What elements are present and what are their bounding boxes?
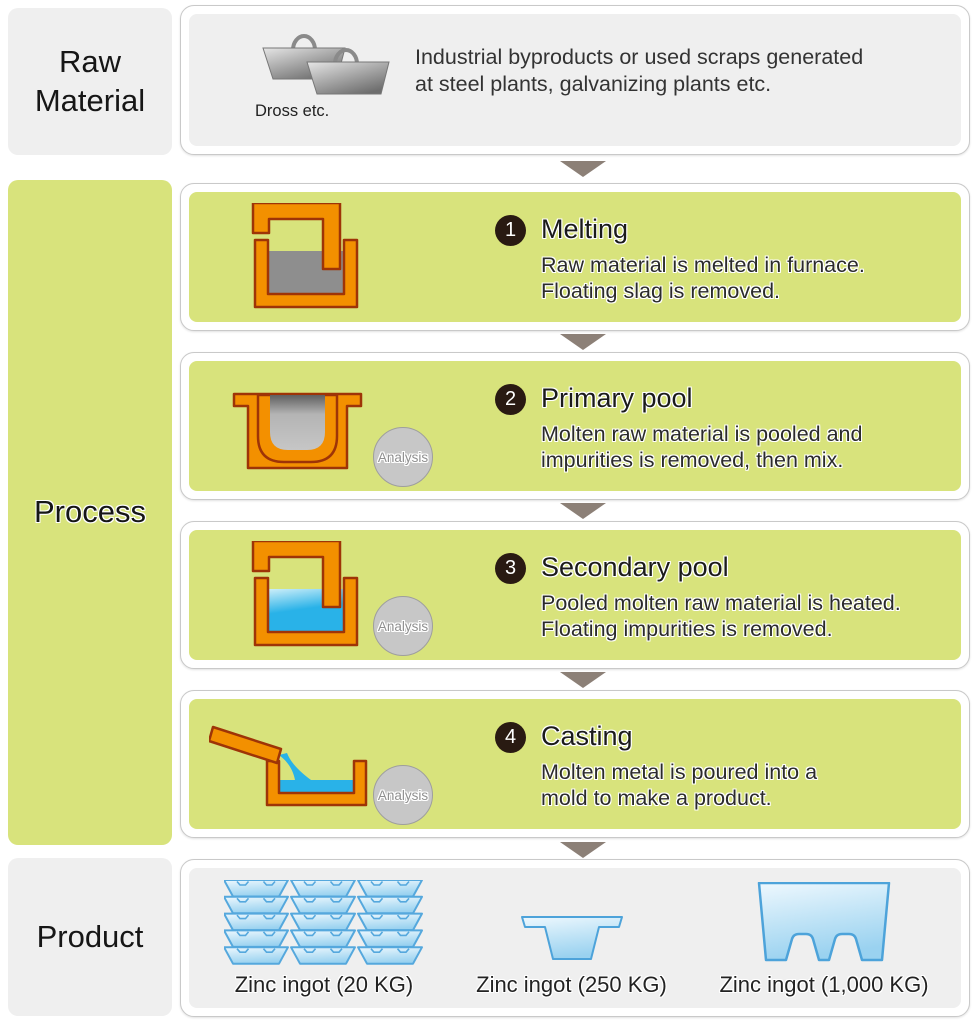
ingot-stack-icon (224, 880, 423, 965)
dross-caption: Dross etc. (255, 102, 330, 120)
step-title: Casting (541, 721, 633, 751)
step-title: Secondary pool (541, 552, 729, 582)
product-label: Zinc ingot (20 KG) (234, 972, 414, 997)
product-panel: Zinc ingot (20 KG) Zinc ingot (250 KG) Z… (180, 859, 970, 1017)
ingot-1000kg-icon (757, 882, 891, 962)
product-zinc-ingot-20kg: Zinc ingot (20 KG) (209, 868, 439, 1008)
ingot-250kg-icon (520, 916, 623, 960)
flow-down-arrow (560, 672, 606, 688)
raw-material-description: Industrial byproducts or used scraps gen… (415, 45, 864, 96)
step-secondary-pool-panel: Analysis 3 Secondary pool Pooled molten … (180, 521, 970, 669)
step-number-badge: 1 (495, 215, 526, 246)
raw-material-panel: Dross etc. Industrial byproducts or used… (180, 5, 970, 155)
product-zinc-ingot-250kg: Zinc ingot (250 KG) (459, 868, 684, 1008)
primary-pool-icon (232, 392, 363, 470)
melting-furnace-icon (251, 203, 359, 309)
flow-down-arrow (560, 503, 606, 519)
product-section-label: Product (8, 858, 172, 1016)
step-description: Pooled molten raw material is heated. Fl… (541, 591, 901, 641)
flow-down-arrow (560, 334, 606, 350)
step-number-badge: 2 (495, 384, 526, 415)
step-title: Melting (541, 214, 629, 244)
step-melting-panel: 1 Melting Raw material is melted in furn… (180, 183, 970, 331)
raw-material-section-label: Raw Material (8, 8, 172, 155)
dross-pans-icon (262, 34, 390, 95)
step-primary-pool-panel: Analysis 2 Primary pool Molten raw mater… (180, 352, 970, 500)
analysis-badge: Analysis (373, 596, 433, 656)
step-number-badge: 3 (495, 553, 526, 584)
flow-down-arrow (560, 842, 606, 858)
step-description: Raw material is melted in furnace. Float… (541, 253, 865, 303)
step-number-badge: 4 (495, 722, 526, 753)
product-zinc-ingot-1000kg: Zinc ingot (1,000 KG) (699, 868, 949, 1008)
analysis-badge: Analysis (373, 765, 433, 825)
product-label: Zinc ingot (250 KG) (476, 972, 667, 997)
secondary-pool-icon (251, 541, 359, 647)
process-section-label: Process (8, 180, 172, 845)
flow-down-arrow (560, 161, 606, 177)
step-title: Primary pool (541, 383, 693, 413)
casting-mold-icon (209, 725, 368, 807)
analysis-badge: Analysis (373, 427, 433, 487)
step-casting-panel: Analysis 4 Casting Molten metal is poure… (180, 690, 970, 838)
step-description: Molten raw material is pooled and impuri… (541, 422, 863, 472)
product-label: Zinc ingot (1,000 KG) (719, 972, 929, 997)
step-description: Molten metal is poured into a mold to ma… (541, 760, 818, 810)
